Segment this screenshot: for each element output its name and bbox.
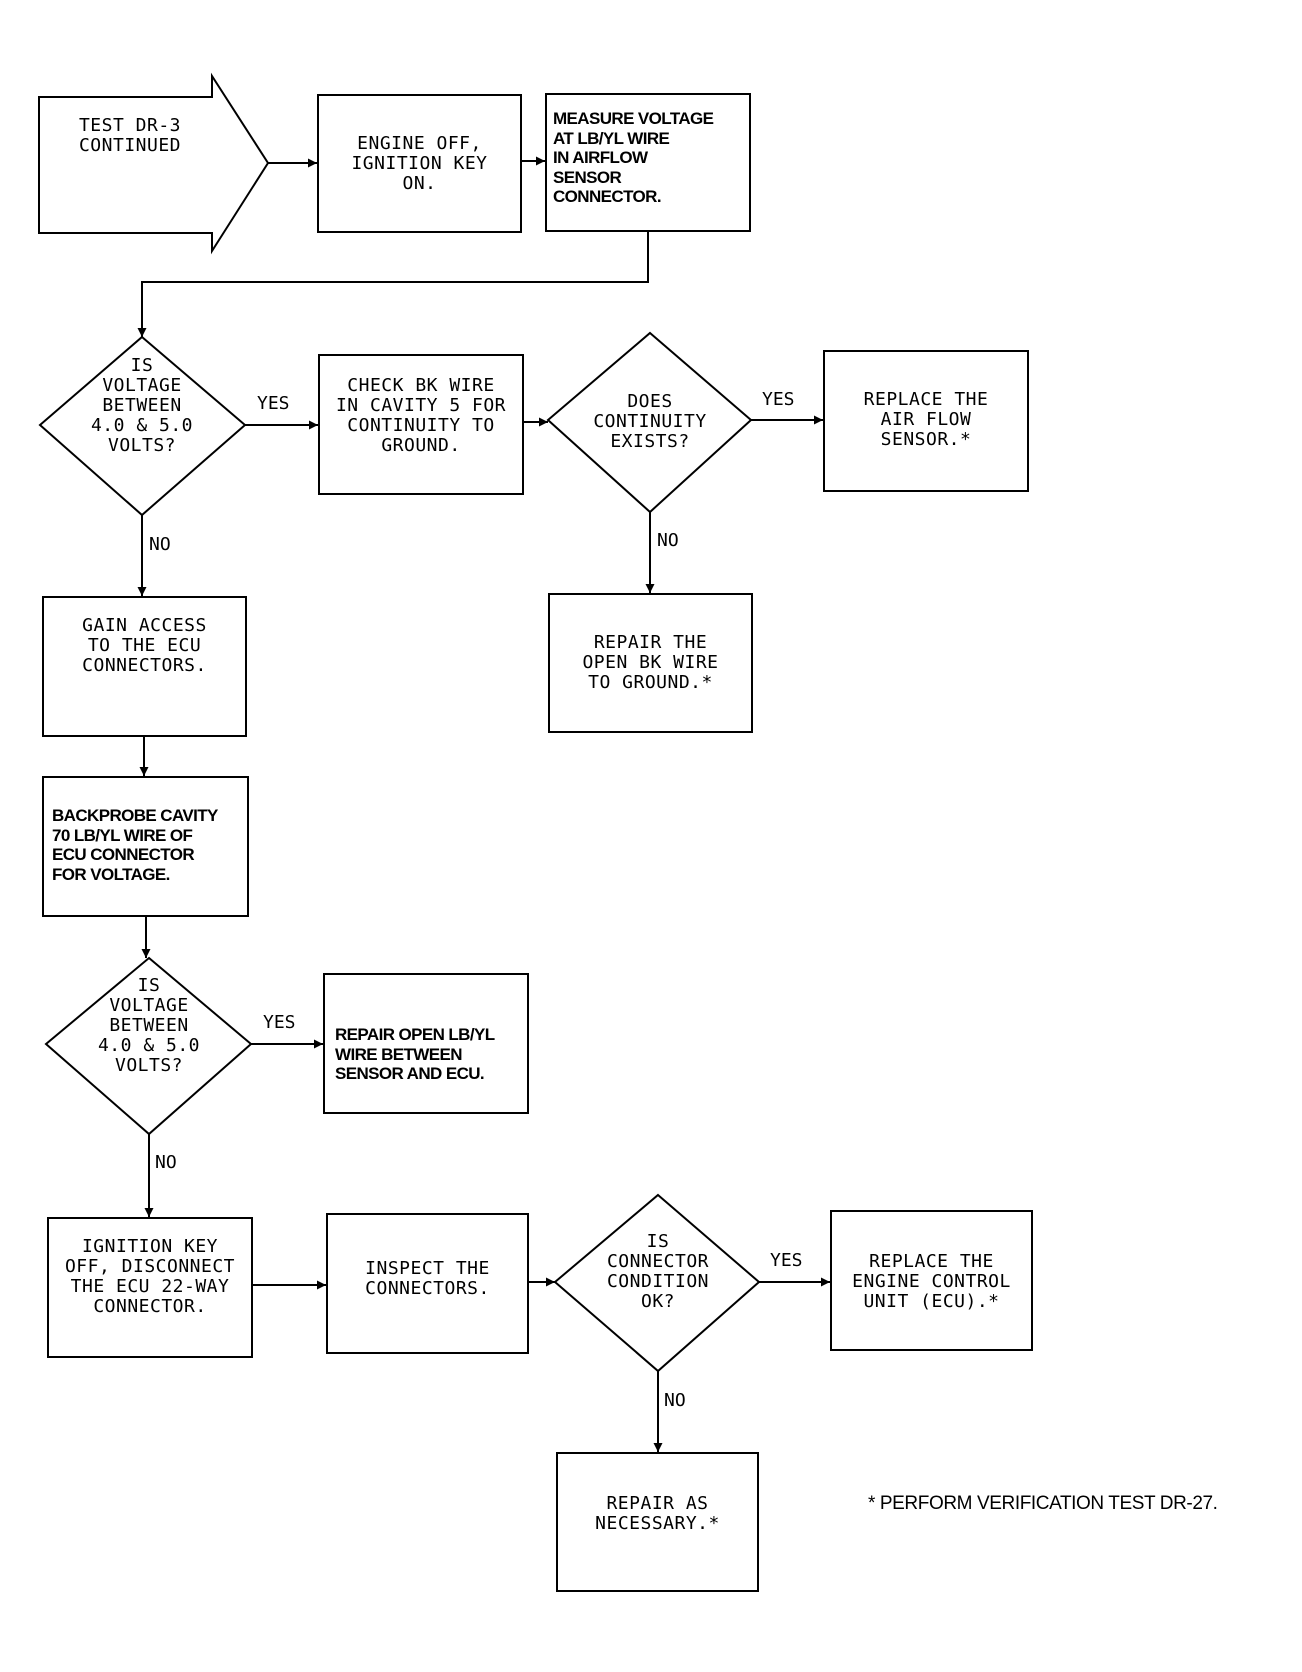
step-replace-ecu: REPLACE THE ENGINE CONTROL UNIT (ECU).* [830, 1210, 1033, 1351]
step-ignition-off: IGNITION KEY OFF, DISCONNECT THE ECU 22-… [47, 1217, 253, 1358]
step-repair-open-lbyl: REPAIR OPEN LB/YL WIRE BETWEEN SENSOR AN… [323, 973, 529, 1114]
step-inspect-text: INSPECT THE CONNECTORS. [365, 1258, 490, 1299]
step-check-bk-wire-text: CHECK BK WIRE IN CAVITY 5 FOR CONTINUITY… [335, 375, 507, 456]
step-gain-access: GAIN ACCESS TO THE ECU CONNECTORS. [42, 596, 247, 737]
step-check-bk-wire: CHECK BK WIRE IN CAVITY 5 FOR CONTINUITY… [318, 354, 524, 495]
step-measure-voltage-text: MEASURE VOLTAGE AT LB/YL WIRE IN AIRFLOW… [553, 109, 714, 206]
decision-continuity-yes-label: YES [762, 389, 795, 410]
decision-connector-no-label: NO [664, 1390, 686, 1411]
step-measure-voltage: MEASURE VOLTAGE AT LB/YL WIRE IN AIRFLOW… [545, 93, 751, 232]
step-repair-as-necessary: REPAIR AS NECESSARY.* [556, 1452, 759, 1592]
decision-continuity-text: DOES CONTINUITY EXISTS? [593, 391, 707, 452]
decision-voltage-1-text: IS VOLTAGE BETWEEN 4.0 & 5.0 VOLTS? [90, 355, 194, 456]
decision-connector-yes-label: YES [770, 1250, 803, 1271]
step-gain-access-text: GAIN ACCESS TO THE ECU CONNECTORS. [82, 615, 207, 676]
step-replace-ecu-text: REPLACE THE ENGINE CONTROL UNIT (ECU).* [852, 1251, 1011, 1312]
arrow-measure-to-decision1 [137, 232, 649, 337]
step-replace-air-flow-text: REPLACE THE AIR FLOW SENSOR.* [863, 389, 989, 450]
step-inspect: INSPECT THE CONNECTORS. [326, 1213, 529, 1354]
step-ignition-off-text: IGNITION KEY OFF, DISCONNECT THE ECU 22-… [64, 1236, 236, 1317]
decision-voltage-2-yes-label: YES [263, 1012, 296, 1033]
step-backprobe: BACKPROBE CAVITY 70 LB/YL WIRE OF ECU CO… [42, 776, 249, 917]
step-replace-air-flow: REPLACE THE AIR FLOW SENSOR.* [823, 350, 1029, 492]
decision-voltage-1-no-label: NO [149, 534, 171, 555]
decision-voltage-1-shape [38, 335, 247, 517]
start-block-arrow [38, 72, 270, 255]
decision-continuity-no-label: NO [657, 530, 679, 551]
decision-voltage-2-shape [44, 956, 253, 1136]
decision-connector-text: IS CONNECTOR CONDITION OK? [606, 1231, 710, 1312]
step-repair-open-bk: REPAIR THE OPEN BK WIRE TO GROUND.* [548, 593, 753, 733]
step-backprobe-text: BACKPROBE CAVITY 70 LB/YL WIRE OF ECU CO… [52, 806, 218, 884]
step-repair-open-lbyl-text: REPAIR OPEN LB/YL WIRE BETWEEN SENSOR AN… [335, 1025, 495, 1083]
decision-voltage-1-yes-label: YES [257, 393, 290, 414]
decision-connector-shape [553, 1193, 761, 1373]
decision-voltage-2-no-label: NO [155, 1152, 177, 1173]
footnote: * PERFORM VERIFICATION TEST DR-27. [868, 1493, 1218, 1514]
decision-continuity-shape [546, 331, 753, 514]
decision-voltage-2-text: IS VOLTAGE BETWEEN 4.0 & 5.0 VOLTS? [97, 975, 201, 1076]
step-engine-off-text: ENGINE OFF, IGNITION KEY ON. [351, 133, 488, 194]
step-repair-as-necessary-text: REPAIR AS NECESSARY.* [595, 1493, 720, 1534]
step-engine-off: ENGINE OFF, IGNITION KEY ON. [317, 94, 522, 233]
start-label: TEST DR-3 CONTINUED [78, 115, 182, 156]
step-repair-open-bk-text: REPAIR THE OPEN BK WIRE TO GROUND.* [582, 632, 719, 693]
